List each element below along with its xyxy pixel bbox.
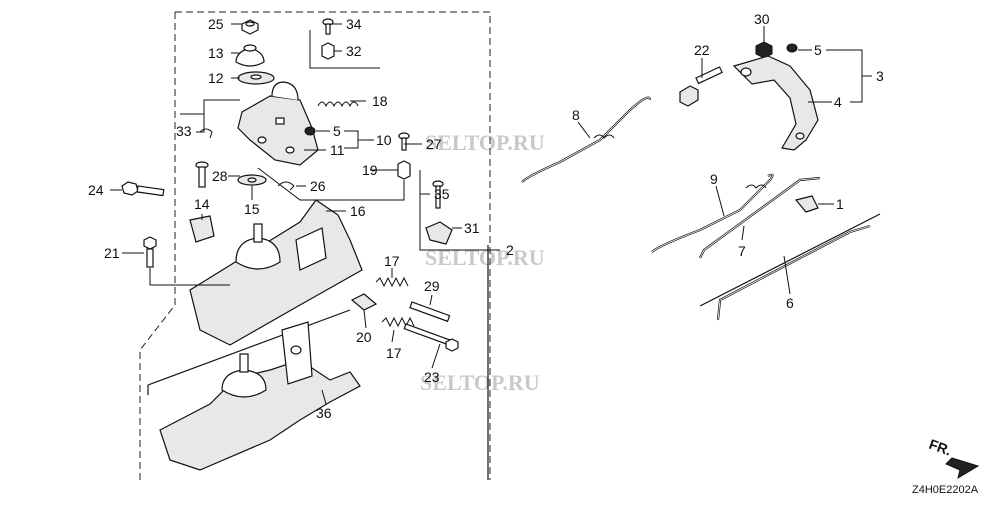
callout-4: 4 bbox=[834, 94, 842, 110]
callout-20: 20 bbox=[356, 329, 372, 345]
callout-26: 26 bbox=[310, 178, 326, 194]
screw-35 bbox=[432, 180, 444, 209]
callout-10: 10 bbox=[376, 132, 392, 148]
washer-12 bbox=[237, 71, 275, 85]
callout-21: 21 bbox=[104, 245, 120, 261]
assembly-outline bbox=[139, 11, 491, 480]
callout-7: 7 bbox=[738, 243, 746, 259]
callout-8: 8 bbox=[572, 107, 580, 123]
callout-23: 23 bbox=[424, 369, 440, 385]
callout-28: 28 bbox=[212, 168, 228, 184]
callout-11: 11 bbox=[330, 142, 345, 158]
nut-14 bbox=[189, 215, 215, 243]
spring-17-upper bbox=[375, 276, 409, 288]
pin-20 bbox=[350, 293, 378, 311]
screw-28 bbox=[195, 161, 209, 188]
spring-17-lower bbox=[381, 316, 415, 328]
grommet-5 bbox=[304, 126, 316, 136]
bolt-24 bbox=[121, 181, 165, 197]
front-direction-arrow-icon bbox=[945, 457, 980, 480]
callout-33: 33 bbox=[176, 123, 192, 139]
callout-13: 13 bbox=[208, 45, 224, 61]
callout-31: 31 bbox=[464, 220, 480, 236]
spring-18 bbox=[317, 101, 359, 108]
rod-6 bbox=[716, 224, 871, 321]
nut-19 bbox=[397, 160, 411, 180]
callout-9: 9 bbox=[710, 171, 718, 187]
callout-36: 36 bbox=[316, 405, 332, 421]
callout-17: 17 bbox=[386, 345, 402, 361]
callout-34: 34 bbox=[346, 16, 362, 32]
base-plate-16 bbox=[189, 199, 363, 346]
callout-30: 30 bbox=[754, 11, 770, 27]
callout-5: 5 bbox=[814, 42, 822, 58]
leader-lines bbox=[110, 23, 872, 405]
screw-27 bbox=[398, 132, 410, 151]
bolt-29 bbox=[409, 301, 451, 323]
callout-14: 14 bbox=[194, 196, 210, 212]
assembly-outline bbox=[699, 213, 881, 307]
direction-label: FR. bbox=[927, 436, 954, 459]
watermark: SELTOP.RU bbox=[425, 130, 545, 155]
bolt-23 bbox=[403, 323, 459, 352]
clip-33 bbox=[199, 128, 213, 139]
callout-18: 18 bbox=[372, 93, 388, 109]
callout-12: 12 bbox=[208, 70, 224, 86]
callout-29: 29 bbox=[424, 278, 440, 294]
washer-15 bbox=[237, 174, 267, 186]
diagram-code: Z4H0E2202A bbox=[912, 484, 979, 496]
clip-1 bbox=[794, 195, 819, 213]
callout-2: 2 bbox=[506, 242, 514, 258]
governor-plate-36 bbox=[159, 321, 361, 471]
nut-30 bbox=[755, 41, 773, 59]
callout-1: 1 bbox=[836, 196, 844, 212]
assembly-outline bbox=[147, 309, 351, 395]
watermark: SELTOP.RU bbox=[420, 370, 540, 395]
nut-25 bbox=[241, 19, 259, 35]
watermark: SELTOP.RU bbox=[425, 245, 545, 270]
cable-9 bbox=[651, 173, 774, 253]
callout-16: 16 bbox=[350, 203, 366, 219]
callout-19: 19 bbox=[362, 162, 378, 178]
control-bracket-4 bbox=[732, 55, 819, 151]
bolt-21 bbox=[143, 236, 157, 268]
callout-22: 22 bbox=[694, 42, 710, 58]
collar-32 bbox=[321, 42, 335, 60]
callout-5: 5 bbox=[333, 123, 341, 139]
screw-34 bbox=[322, 18, 334, 35]
callout-35: 35 bbox=[434, 186, 450, 202]
callout-24: 24 bbox=[88, 182, 104, 198]
callout-32: 32 bbox=[346, 43, 362, 59]
callout-27: 27 bbox=[426, 136, 442, 152]
callout-3: 3 bbox=[876, 68, 884, 84]
bolt-22 bbox=[679, 66, 723, 107]
washer-13 bbox=[235, 44, 265, 67]
control-lever-plate bbox=[237, 81, 319, 166]
rod-7 bbox=[699, 176, 821, 259]
return-spring-8 bbox=[521, 96, 652, 183]
callout-25: 25 bbox=[208, 16, 224, 32]
callout-15: 15 bbox=[244, 201, 260, 217]
callout-17: 17 bbox=[384, 253, 400, 269]
callout-6: 6 bbox=[786, 295, 794, 311]
clip-31 bbox=[425, 221, 453, 245]
grommet-5-right bbox=[786, 43, 798, 53]
